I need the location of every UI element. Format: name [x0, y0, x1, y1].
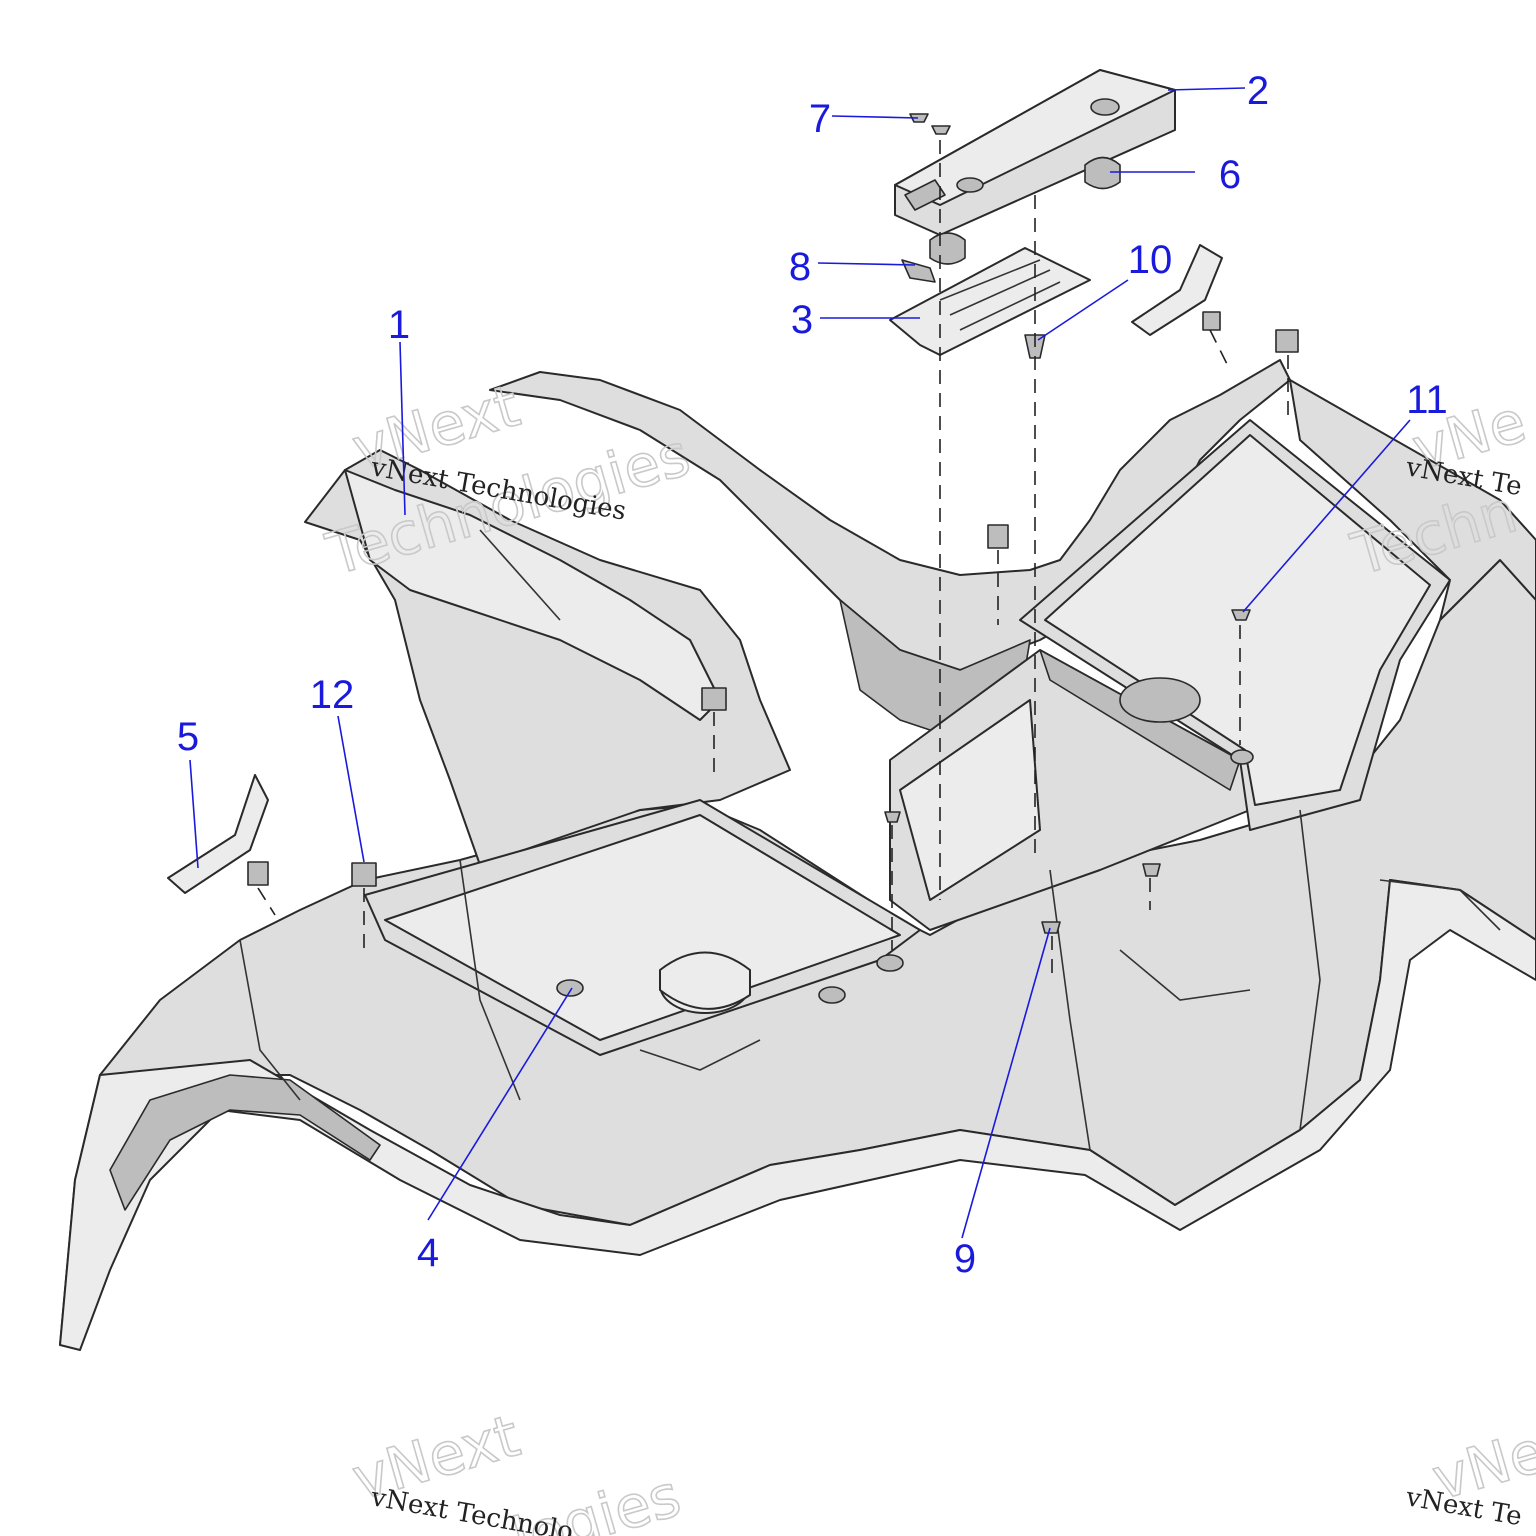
- callouts: 1 2 3 4 5 6 7 8 9 10 11 12: [177, 69, 1448, 1281]
- leader-lines: [189, 87, 1411, 1239]
- watermarks: vNext Technologies vNext Technologies vN…: [318, 371, 1536, 1536]
- callout-11: 11: [1406, 378, 1448, 422]
- callout-4: 4: [417, 1231, 439, 1275]
- callout-2: 2: [1247, 69, 1269, 113]
- callout-5: 5: [177, 715, 199, 759]
- callout-7: 7: [809, 97, 831, 141]
- assembly-lines: [257, 140, 1289, 980]
- rack-plate-part: [894, 69, 1176, 236]
- callout-12: 12: [310, 673, 355, 717]
- callout-6: 6: [1219, 153, 1241, 197]
- cover-panel-part: [889, 247, 1091, 356]
- callout-8: 8: [789, 245, 811, 289]
- hardware-parts: [167, 113, 1299, 934]
- callout-1: 1: [388, 303, 410, 347]
- callout-3: 3: [791, 298, 813, 342]
- rear-fender-part: [59, 359, 1536, 1351]
- callout-10: 10: [1128, 238, 1173, 282]
- callout-9: 9: [954, 1237, 976, 1281]
